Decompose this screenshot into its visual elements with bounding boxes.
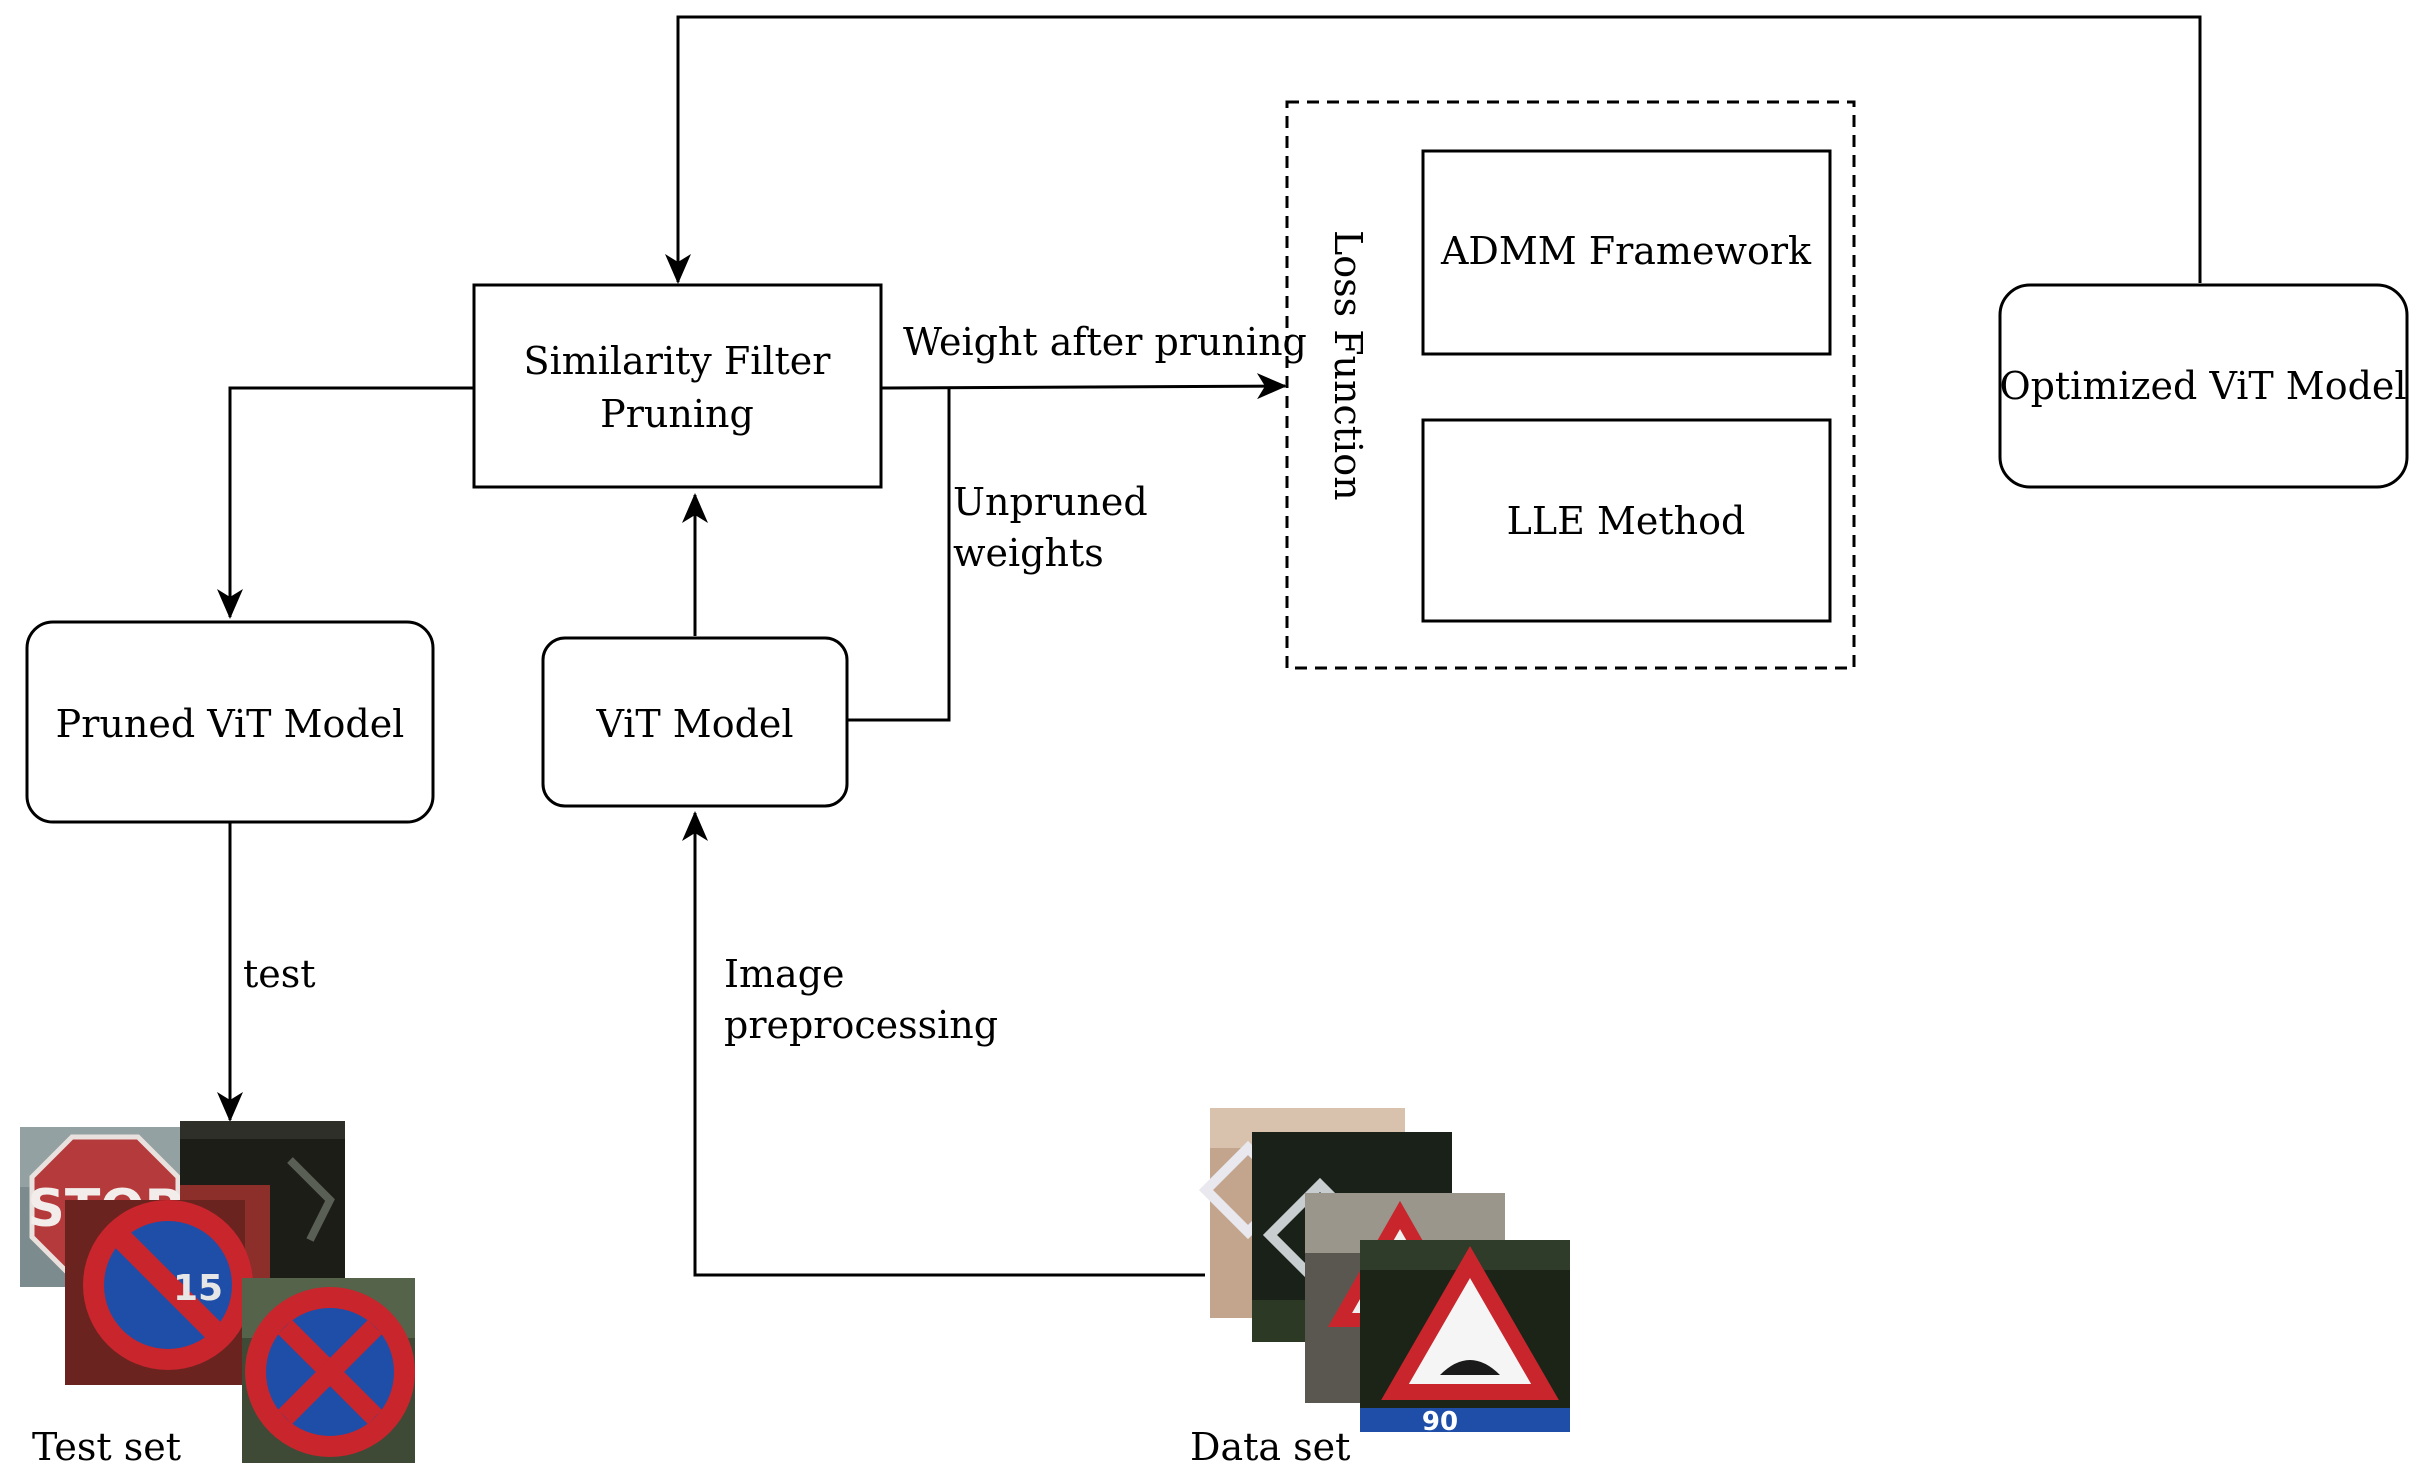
lle-method-label: LLE Method bbox=[1507, 499, 1746, 543]
unpruned-label-line1: Unpruned bbox=[953, 480, 1148, 524]
similarity-filter-label-line1: Similarity Filter bbox=[524, 339, 832, 383]
admm-framework-label: ADMM Framework bbox=[1440, 229, 1812, 273]
optimized-vit-label: Optimized ViT Model bbox=[1999, 364, 2406, 408]
loss-function-label: Loss Function bbox=[1326, 230, 1370, 501]
edge-unpruned-weights bbox=[847, 388, 951, 722]
similarity-filter-label-line2: Pruning bbox=[600, 392, 754, 436]
test-label: test bbox=[243, 952, 316, 996]
admm-framework-node: ADMM Framework bbox=[1421, 149, 1832, 356]
weight-after-pruning-label: Weight after pruning bbox=[903, 320, 1307, 364]
test-set-caption: Test set bbox=[32, 1425, 181, 1469]
speed-sign-text: 90 bbox=[1422, 1407, 1458, 1437]
edge-similarity-to-loss bbox=[880, 373, 1287, 400]
no-parking-sign-image: 15 bbox=[65, 1200, 253, 1385]
test-set-images: STOP 15 bbox=[20, 1121, 415, 1463]
optimized-vit-model-node: Optimized ViT Model bbox=[1998, 283, 2409, 489]
unpruned-label-line2: weights bbox=[953, 531, 1104, 575]
lle-method-node: LLE Method bbox=[1421, 418, 1832, 623]
loss-function-group: Loss Function ADMM Framework LLE Method bbox=[1285, 100, 1856, 670]
edge-similarity-to-pruned bbox=[217, 386, 474, 619]
edge-dataset-to-vit bbox=[682, 811, 1205, 1277]
pruned-vit-label: Pruned ViT Model bbox=[56, 702, 405, 746]
data-set-images: 90 bbox=[1198, 1108, 1570, 1437]
pruned-vit-model-node: Pruned ViT Model bbox=[25, 620, 435, 824]
data-image-4: 90 bbox=[1360, 1240, 1570, 1437]
vit-model-node: ViT Model bbox=[541, 636, 849, 808]
no-parking-sign-text: 15 bbox=[173, 1268, 223, 1309]
vit-model-label: ViT Model bbox=[595, 702, 793, 746]
no-stopping-sign-image bbox=[242, 1278, 415, 1463]
edge-optimized-to-similarity bbox=[665, 15, 2202, 284]
image-preprocessing-line1: Image bbox=[724, 952, 845, 996]
image-preprocessing-line2: preprocessing bbox=[724, 1003, 998, 1047]
data-set-caption: Data set bbox=[1190, 1425, 1350, 1469]
similarity-filter-pruning-node: Similarity Filter Pruning bbox=[472, 283, 883, 489]
